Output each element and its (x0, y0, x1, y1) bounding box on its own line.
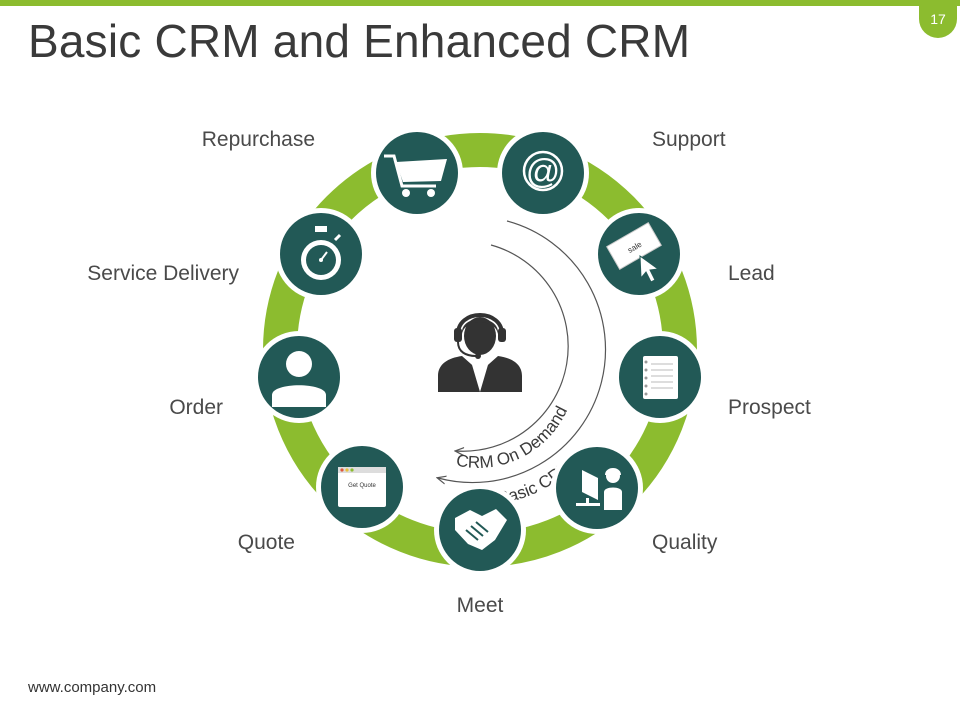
page-title: Basic CRM and Enhanced CRM (28, 15, 691, 67)
stage-label-lead: Lead (728, 262, 775, 285)
stage-label-prospect: Prospect (728, 396, 811, 419)
quote-node: Get Quote (316, 441, 408, 533)
support-node: @ (497, 127, 589, 219)
page-number-badge: 17 (919, 0, 957, 38)
stage-label-support: Support (652, 128, 726, 151)
stage-label-order: Order (169, 396, 223, 419)
stage-label-repurchase: Repurchase (201, 128, 315, 151)
customer-service-agent-icon (438, 313, 522, 392)
user-icon (272, 351, 326, 407)
sale-tag-cursor-icon: sale (606, 222, 662, 283)
top-accent-bar (0, 0, 960, 6)
svg-text:Get Quote: Get Quote (348, 483, 376, 489)
stage-label-meet: Meet (456, 594, 504, 617)
stage-label-service-delivery: Service Delivery (87, 262, 239, 285)
stopwatch-icon (301, 226, 342, 280)
basic-crm-arrow (438, 220, 607, 483)
service-delivery-node (275, 208, 367, 300)
crm-on-demand-arrow (456, 244, 569, 451)
lead-node: sale (593, 208, 685, 300)
order-node (253, 331, 345, 423)
footer-website: www.company.com (28, 679, 157, 696)
stage-label-quote: Quote (237, 531, 295, 554)
handshake-icon (455, 509, 507, 550)
at-sign-icon: @ (522, 150, 564, 192)
quote-window-icon: Get Quote (338, 467, 386, 507)
meet-node (434, 484, 526, 576)
prospect-node (614, 331, 706, 423)
svg-text:@: @ (526, 153, 561, 191)
notepad-icon (643, 356, 678, 399)
stage-label-quality: Quality (652, 531, 718, 554)
quality-node (551, 442, 643, 534)
crm-on-demand-arc-label: CRM On Demand (455, 403, 571, 472)
shopping-cart-icon (384, 154, 447, 197)
repurchase-node (371, 127, 463, 219)
support-agent-computer-icon (576, 468, 622, 510)
